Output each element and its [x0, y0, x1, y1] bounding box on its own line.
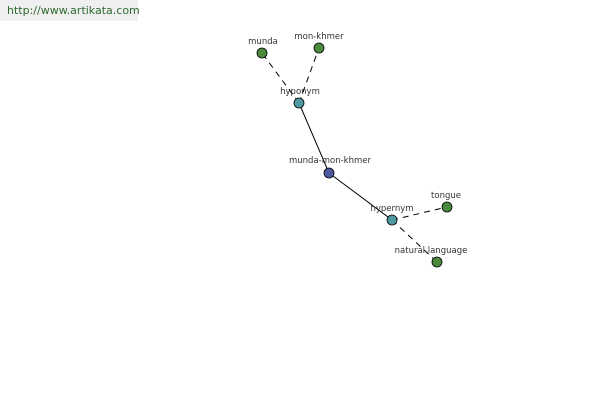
graph-nodes — [256, 42, 453, 268]
edge-hyponym-to-mon-khmer — [298, 47, 320, 104]
node-label-natural-language: natural language — [395, 246, 468, 256]
node-label-tongue: tongue — [431, 191, 461, 201]
edge-hypernym-to-tongue — [391, 206, 448, 221]
edge-munda-mon-khmer-to-hyponym — [298, 102, 330, 174]
url-banner: http://www.artikata.com — [0, 0, 140, 21]
edge-munda-mon-khmer-to-hypernym — [328, 172, 393, 221]
node-label-hyponym: hyponym — [280, 87, 320, 97]
node-hyponym[interactable] — [293, 97, 305, 109]
node-label-mon-khmer: mon-khmer — [294, 32, 344, 42]
node-mon-khmer[interactable] — [313, 42, 325, 54]
node-munda[interactable] — [256, 47, 268, 59]
node-label-hypernym: hypernym — [370, 204, 413, 214]
site-url-link[interactable]: http://www.artikata.com — [7, 4, 140, 17]
node-natural-language[interactable] — [431, 256, 443, 268]
node-munda-mon-khmer[interactable] — [323, 167, 335, 179]
graph-labels: munda mon-khmer hyponym munda-mon-khmer hype… — [248, 32, 467, 256]
node-label-munda-mon-khmer: munda-mon-khmer — [289, 156, 371, 166]
node-label-munda: munda — [248, 37, 278, 47]
node-tongue[interactable] — [441, 201, 453, 213]
graph-edges — [261, 47, 448, 263]
node-hypernym[interactable] — [386, 214, 398, 226]
